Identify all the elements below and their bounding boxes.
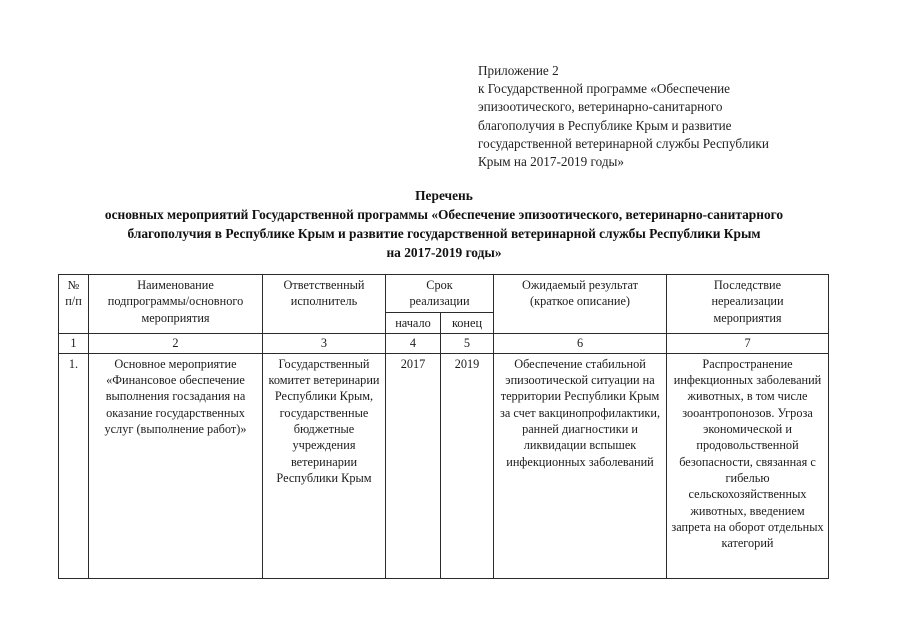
title-line-1: основных мероприятий Государственной про… [104,207,784,222]
table-head: № п/п Наименование подпрограммы/основног… [58,274,830,354]
header-term-start: начало [385,311,441,334]
row-consequence: Распространение инфекционных заболеваний… [666,352,830,579]
header-name: Наименование подпрограммы/основного меро… [88,274,263,334]
appendix-line-4: благополучия в Республике Крым и развити… [478,117,732,133]
row-expected-result: Обеспечение стабильной эпизоотической си… [493,352,668,579]
colnum-2: 2 [88,332,263,354]
header-subrow: начало конец [59,311,829,334]
row-term-end: 2019 [439,352,495,579]
colnum-3: 3 [262,332,386,354]
title-heading: Перечень [415,188,473,203]
measures-table-wrapper: № п/п Наименование подпрограммы/основног… [58,274,830,579]
header-executor: Ответственный исполнитель [262,274,386,334]
title-line-3: на 2017-2019 годы» [386,245,502,260]
column-number-row: 1 2 3 4 5 6 7 [58,332,830,354]
header-row: № п/п Наименование подпрограммы/основног… [58,274,830,334]
row-index: 1. [58,352,89,579]
row-term-start: 2017 [385,352,441,579]
row-executor: Государственный комитет ветеринарии Респ… [262,352,386,579]
page-title: Перечень основных мероприятий Государств… [58,186,830,262]
header-consequence: Последствие нереализации мероприятия [666,274,830,334]
header-number: № п/п [58,274,89,334]
appendix-line-3: эпизоотического, ветеринарно-санитарного [478,99,723,115]
colnum-6: 6 [493,332,668,354]
header-term-group: Срок реализации [384,274,495,313]
table-body: 1. Основное мероприятие «Финансовое обес… [58,352,830,579]
colnum-5: 5 [439,332,495,354]
appendix-line-5: государственной ветеринарной службы Респ… [478,135,769,151]
colnum-7: 7 [666,332,830,354]
appendix-line-1: Приложение 2 [478,63,559,78]
appendix-line-6: Крым на 2017-2019 годы» [478,154,624,170]
row-measure-name: Основное мероприятие «Финансовое обеспеч… [88,352,263,579]
colnum-4: 4 [385,332,441,354]
header-expected-result: Ожидаемый результат (краткое описание) [493,274,668,334]
appendix-header-block: Приложение 2 к Государственной программе… [478,62,828,171]
appendix-line-2: к Государственной программе «Обеспечение [478,81,731,97]
table-row: 1. Основное мероприятие «Финансовое обес… [58,352,830,579]
colnum-1: 1 [58,332,89,354]
title-line-2: благополучия в Республике Крым и развити… [127,226,761,241]
measures-table: № п/п Наименование подпрограммы/основног… [58,274,830,579]
header-term-end: конец [439,311,495,334]
